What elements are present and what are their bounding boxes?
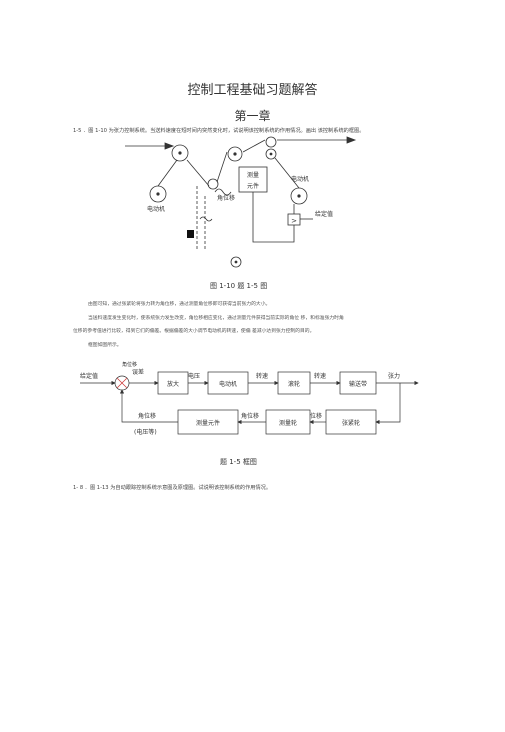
tension-roller — [207, 178, 219, 190]
feedback-label-2: (电压等) — [134, 428, 157, 436]
amplifier-block-label: 放大 — [167, 380, 179, 388]
chapter-heading: 第一章 — [234, 109, 271, 123]
explanation-paragraph-1: 由图可知，通过张紧轮将张力转为角位移，通过测量角位移即可获得当前张力的大小。 — [88, 302, 271, 307]
potentiometer-wave — [214, 188, 232, 196]
tension-wheel-block-label: 张紧轮 — [342, 419, 360, 427]
feed-arrow-left — [164, 142, 175, 150]
displacement-label-1: 角位移 — [241, 412, 259, 420]
tension-control-schematic: 测量 元件 电动机 电动机 角位移 给定值 > — [125, 136, 357, 268]
motor-block-label: 电动机 — [219, 380, 237, 388]
potentiometer-label: 角位移 — [217, 194, 235, 202]
block-diagram: 给定值 角位移 误差 放大 电压 电动机 转速 滚轮 转速 输送带 张力 角位移… — [80, 361, 419, 436]
roller-block-label: 滚轮 — [288, 380, 300, 388]
measure-label-2: 元件 — [247, 182, 259, 190]
right-roller-bottom — [265, 148, 277, 160]
question-1-8-text: 1- 8 ．图 1-13 为自动跟踪控制系统示意图及原理图。试说明该控制系统的作… — [73, 485, 272, 491]
left-roller — [171, 144, 189, 162]
block-diagram-caption: 题 1-5 框图 — [220, 458, 257, 466]
question-1-5-text: 1-5 ．图 1-10 为张力控制系统。当送料速度在短时间内突然变化时，试说明该… — [73, 128, 365, 134]
error-label-2: 误差 — [132, 368, 144, 376]
weight-block — [187, 230, 194, 238]
feed-arrow-right — [346, 136, 357, 144]
right-motor-label: 电动机 — [291, 175, 309, 183]
bottom-roller — [230, 256, 242, 268]
web-line-up — [216, 151, 228, 183]
feedback-label-1: 角位移 — [138, 412, 156, 420]
web-line-down — [186, 159, 210, 187]
left-motor-label: 电动机 — [147, 205, 165, 213]
middle-roller — [227, 146, 243, 162]
speed-label-1: 转速 — [256, 372, 268, 380]
output-label: 张力 — [388, 372, 400, 380]
voltage-label: 电压 — [188, 372, 200, 380]
wire-measure-amp — [252, 192, 295, 243]
explanation-paragraph-2: 当送料速度发生变化时，使系统张力发生改变，角位移相应变化，通过测量元件获得当前实… — [88, 316, 344, 321]
right-roller-top — [265, 136, 277, 148]
displacement-label-2: 位移 — [310, 412, 322, 420]
speed-label-2: 转速 — [314, 372, 326, 380]
measure-element-block-label: 测量元件 — [196, 419, 220, 427]
explanation-paragraph-3: 位移的参考值进行比较，得到它们的偏差。根据偏差的大小调节电动机的转速，使偏 差减… — [73, 329, 315, 334]
input-label: 给定值 — [80, 372, 98, 380]
document-title: 控制工程基础习题解答 — [187, 83, 318, 98]
measure-label-1: 测量 — [247, 171, 259, 179]
amplifier-symbol: > — [291, 217, 297, 225]
error-label-1: 角位移 — [122, 361, 137, 368]
setpoint-label: 给定值 — [315, 210, 333, 218]
web-line-top — [242, 139, 266, 153]
figure-1-10-caption: 图 1-10 题 1-5 图 — [210, 282, 268, 290]
conveyor-block-label: 输送带 — [349, 380, 367, 388]
explanation-paragraph-4: 框图如图所示。 — [88, 343, 122, 348]
measuring-wheel-block-label: 测量轮 — [279, 419, 297, 427]
